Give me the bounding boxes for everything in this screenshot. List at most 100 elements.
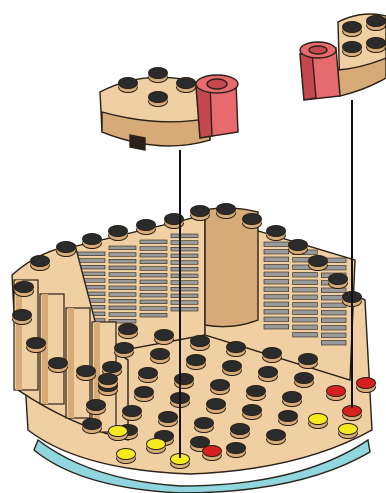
grille-slot <box>109 313 136 317</box>
floor-stud <box>191 336 210 351</box>
grille-slot <box>321 341 346 346</box>
grille-slot <box>171 274 198 278</box>
grille-slot <box>109 253 136 257</box>
grille-slot <box>109 306 136 310</box>
grille-slot <box>140 287 167 291</box>
wall-stud <box>309 256 328 271</box>
floor-stud <box>207 399 226 414</box>
grille-slot <box>171 241 198 245</box>
wall-stud <box>13 310 32 325</box>
floor-stud <box>243 405 262 420</box>
grille-slot <box>264 317 289 322</box>
grille-slot <box>293 273 318 278</box>
grille-slot <box>109 246 136 250</box>
grille-slot <box>140 247 167 251</box>
floor-stud <box>187 355 206 370</box>
floor-stud <box>139 368 158 383</box>
floor-stud <box>279 411 298 426</box>
piece-stud <box>367 38 386 53</box>
floor-stud <box>155 330 174 345</box>
grille-slot <box>171 287 198 291</box>
grille-slot <box>293 295 318 300</box>
grille-slot <box>78 265 105 269</box>
grille-slot <box>264 295 289 300</box>
grille-slot <box>140 273 167 277</box>
grille-slot <box>140 280 167 284</box>
floating-corner-piece-right <box>338 14 386 96</box>
grille-slot <box>264 310 289 315</box>
floor-stud <box>175 374 194 389</box>
grille-slot <box>321 303 346 308</box>
floating-red-brick-left <box>196 75 238 138</box>
wall-stud <box>83 234 102 249</box>
grille-slot <box>171 301 198 305</box>
grille-slot <box>264 272 289 277</box>
grille-slot <box>293 280 318 285</box>
wall-stud <box>49 358 68 373</box>
wall-stud <box>15 282 34 297</box>
grille-slot <box>293 310 318 315</box>
grille-slot <box>140 240 167 244</box>
wall-stud <box>137 220 156 235</box>
wall-stud <box>267 226 286 241</box>
grille-slot <box>293 325 318 330</box>
grille-slot <box>140 267 167 271</box>
floor-stud <box>151 349 170 364</box>
wall-stud <box>57 242 76 257</box>
yellow-stud <box>147 439 166 454</box>
wall-stud <box>109 226 128 241</box>
grille-slot <box>293 288 318 293</box>
floor-stud <box>227 342 246 357</box>
yellow-stud <box>109 426 128 441</box>
wall-stud <box>77 366 96 381</box>
piece-stud <box>119 78 138 93</box>
grille-slot <box>171 234 198 238</box>
grille-slot <box>140 307 167 311</box>
grille-slot <box>78 259 105 263</box>
grille-slot <box>293 318 318 323</box>
floor-stud <box>119 324 138 339</box>
grille-slot <box>171 307 198 311</box>
grille-slot <box>140 293 167 297</box>
floor-stud <box>295 373 314 388</box>
floor-stud <box>195 418 214 433</box>
grille-slot <box>264 287 289 292</box>
floor-stud <box>267 430 286 445</box>
floating-red-brick-right <box>300 42 340 100</box>
yellow-stud <box>309 414 328 429</box>
grille-slot <box>171 261 198 265</box>
floor-stud <box>299 354 318 369</box>
floor-stud <box>135 387 154 402</box>
grille-slot <box>109 259 136 263</box>
grille-slot <box>109 273 136 277</box>
grille-slot <box>140 260 167 264</box>
grille-slot <box>171 247 198 251</box>
grille-slot <box>171 281 198 285</box>
grille-slot <box>321 326 346 331</box>
grille-slot <box>264 242 289 247</box>
grille-slot <box>171 254 198 258</box>
grille-slot <box>264 265 289 270</box>
grille-slot <box>109 266 136 270</box>
grille-slot <box>140 253 167 257</box>
yellow-stud <box>339 424 358 439</box>
wall-stud <box>329 274 348 289</box>
floor-stud <box>259 367 278 382</box>
grille-slot <box>321 333 346 338</box>
piece-stud <box>367 16 386 31</box>
red-stud <box>357 378 376 393</box>
wall-stud <box>289 240 308 255</box>
wall-stud <box>217 204 236 219</box>
piece-stud <box>343 42 362 57</box>
grille-slot <box>321 288 346 293</box>
grille-slot <box>109 279 136 283</box>
grille-slot <box>109 286 136 290</box>
grille-slot <box>140 313 167 317</box>
floor-stud <box>283 392 302 407</box>
wall-stud <box>99 374 118 389</box>
grille-slot <box>293 333 318 338</box>
floor-stud <box>83 419 102 434</box>
floor-stud <box>227 443 246 458</box>
